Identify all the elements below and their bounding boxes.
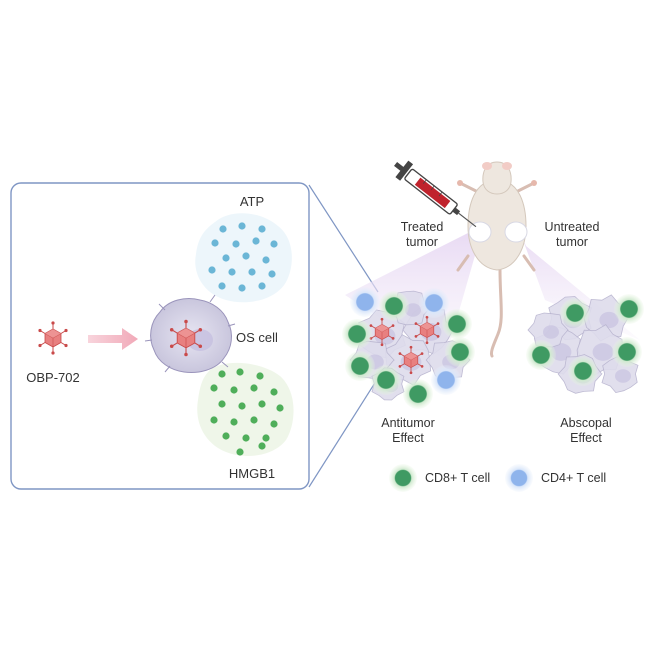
hmgb1-dot — [230, 418, 238, 426]
hmgb1-dot — [210, 384, 218, 392]
antitumor-label-line1: Antitumor — [381, 416, 435, 430]
cd8-t-cell — [345, 351, 375, 381]
legend: CD8+ T cell CD4+ T cell — [389, 464, 606, 492]
atp-dot — [258, 282, 266, 290]
hmgb1-cloud — [197, 362, 294, 456]
untreated-tumor-mass — [504, 221, 528, 243]
cd8-t-cell — [371, 365, 401, 395]
atp-dot — [270, 240, 278, 248]
untreated-tumor-projection — [520, 232, 640, 340]
hmgb1-dots — [210, 368, 284, 456]
atp-dot — [248, 268, 256, 276]
cd8-t-cell — [403, 379, 433, 409]
hmgb1-dot — [218, 370, 226, 378]
cd8-t-cell — [560, 298, 590, 328]
cd8-legend-label: CD8+ T cell — [425, 471, 490, 485]
hmgb1-label: HMGB1 — [229, 466, 275, 481]
abscopal-label-line1: Abscopal — [560, 416, 611, 430]
hmgb1-dot — [250, 384, 258, 392]
hmgb1-dot — [270, 388, 278, 396]
zoom-line-bottom — [308, 377, 379, 488]
cd8-t-cell — [526, 340, 556, 370]
atp-dot — [238, 222, 246, 230]
atp-label: ATP — [240, 194, 264, 209]
treated-tumor-cluster — [342, 287, 475, 409]
cd8-t-cell — [445, 337, 475, 367]
atp-dot — [208, 266, 216, 274]
atp-dots — [208, 222, 278, 292]
untreated-tumor-label-line2: tumor — [556, 235, 588, 249]
cd4-legend-icon — [505, 464, 533, 492]
cd4-t-cell — [350, 287, 380, 317]
hmgb1-dot — [258, 400, 266, 408]
atp-dot — [262, 256, 270, 264]
atp-dot — [238, 284, 246, 292]
cd8-legend-icon — [389, 464, 417, 492]
cd8-t-cell — [614, 294, 644, 324]
cd8-t-cell — [442, 309, 472, 339]
infection-arrow — [88, 328, 138, 350]
zoom-line-top — [308, 184, 379, 293]
cd4-t-cell — [419, 288, 449, 318]
virus-label: OBP-702 — [26, 370, 79, 385]
hmgb1-dot — [276, 404, 284, 412]
treated-tumor-label-line1: Treated — [401, 220, 444, 234]
hmgb1-dot — [262, 434, 270, 442]
os-cell — [144, 294, 236, 373]
untreated-tumor-cluster — [526, 294, 644, 394]
treated-tumor-label-line2: tumor — [406, 235, 438, 249]
hmgb1-dot — [238, 402, 246, 410]
atp-dot — [228, 268, 236, 276]
cd8-t-cell — [612, 337, 642, 367]
hmgb1-dot — [236, 368, 244, 376]
hmgb1-dot — [218, 400, 226, 408]
atp-dot — [232, 240, 240, 248]
hmgb1-dot — [256, 372, 264, 380]
tumor-cell — [527, 312, 569, 348]
atp-dot — [242, 252, 250, 260]
hmgb1-dot — [250, 416, 258, 424]
atp-dot — [218, 282, 226, 290]
hmgb1-dot — [210, 416, 218, 424]
atp-dot — [219, 225, 227, 233]
cd4-t-cell — [431, 365, 461, 395]
atp-dot — [222, 254, 230, 262]
cd8-t-cell — [568, 356, 598, 386]
untreated-tumor-label-line1: Untreated — [545, 220, 600, 234]
atp-dot — [252, 237, 260, 245]
antitumor-label-line2: Effect — [392, 431, 424, 445]
cd4-legend-label: CD4+ T cell — [541, 471, 606, 485]
hmgb1-dot — [230, 386, 238, 394]
abscopal-label-line2: Effect — [570, 431, 602, 445]
atp-cloud — [195, 213, 292, 303]
os-cell-label: OS cell — [236, 330, 278, 345]
syringe-icon — [394, 160, 477, 228]
hmgb1-dot — [236, 448, 244, 456]
hmgb1-dot — [258, 442, 266, 450]
atp-dot — [258, 225, 266, 233]
cd8-t-cell — [342, 319, 372, 349]
atp-dot — [268, 270, 276, 278]
mouse — [456, 161, 537, 358]
hmgb1-dot — [270, 420, 278, 428]
cd8-t-cell — [379, 291, 409, 321]
ics-zoom-panel: OBP-702 OS cell ATP HMGB1 — [10, 182, 310, 490]
hmgb1-dot — [222, 432, 230, 440]
hmgb1-dot — [242, 434, 250, 442]
atp-dot — [211, 239, 219, 247]
treated-tumor-mass — [468, 221, 492, 243]
